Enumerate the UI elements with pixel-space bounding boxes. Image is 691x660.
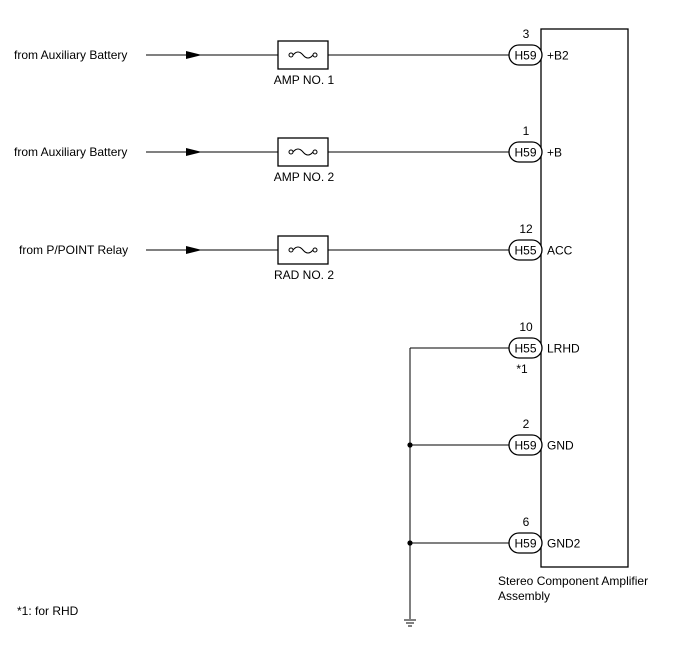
connector-label: H59 xyxy=(514,537,536,551)
fuse-icon xyxy=(277,235,329,265)
input-row-1: from Auxiliary Battery AMP NO. 1 3 H59 +… xyxy=(14,27,569,87)
connector xyxy=(508,44,543,66)
fuse-label: AMP NO. 2 xyxy=(274,170,335,184)
footnote: *1: for RHD xyxy=(17,604,79,618)
pin-number: 2 xyxy=(523,417,530,431)
connector-label: H59 xyxy=(514,146,536,160)
ground-icon xyxy=(404,619,416,627)
pin-number: 3 xyxy=(523,27,530,41)
fuse-label: RAD NO. 2 xyxy=(274,268,334,282)
ground-row-1: 10 H55 LRHD *1 xyxy=(410,320,580,376)
connector-label: H55 xyxy=(514,244,536,258)
input-row-2: from Auxiliary Battery AMP NO. 2 1 H59 +… xyxy=(14,124,562,184)
component-box xyxy=(540,28,629,568)
arrow-icon xyxy=(186,148,202,156)
ground-row-3: 6 H59 GND2 xyxy=(410,515,581,554)
connector xyxy=(508,239,543,261)
ground-row-2: 2 H59 GND xyxy=(410,417,574,456)
terminal-label: +B2 xyxy=(547,49,569,63)
pin-number: 6 xyxy=(523,515,530,529)
connector xyxy=(508,434,543,456)
connector-label: H55 xyxy=(514,342,536,356)
source-label: from Auxiliary Battery xyxy=(14,145,127,159)
input-row-3: from P/POINT Relay RAD NO. 2 12 H55 ACC xyxy=(19,222,573,282)
fuse-icon xyxy=(277,137,329,167)
component-name-line-1: Stereo Component Amplifier xyxy=(498,574,648,588)
pin-number: 1 xyxy=(523,124,530,138)
source-label: from Auxiliary Battery xyxy=(14,48,127,62)
arrow-icon xyxy=(186,51,202,59)
fuse-label: AMP NO. 1 xyxy=(274,73,335,87)
pin-number: 12 xyxy=(519,222,533,236)
terminal-label: GND xyxy=(547,439,574,453)
connector-label: H59 xyxy=(514,439,536,453)
note-mark: *1 xyxy=(516,362,528,376)
terminal-label: LRHD xyxy=(547,342,580,356)
connector xyxy=(508,337,543,359)
terminal-label: +B xyxy=(547,146,562,160)
connector xyxy=(508,532,543,554)
arrow-icon xyxy=(186,246,202,254)
component-name-line-2: Assembly xyxy=(498,589,550,603)
terminal-label: GND2 xyxy=(547,537,581,551)
pin-number: 10 xyxy=(519,320,533,334)
connector xyxy=(508,141,543,163)
fuse-icon xyxy=(277,40,329,70)
source-label: from P/POINT Relay xyxy=(19,243,128,257)
connector-label: H59 xyxy=(514,49,536,63)
terminal-label: ACC xyxy=(547,244,573,258)
